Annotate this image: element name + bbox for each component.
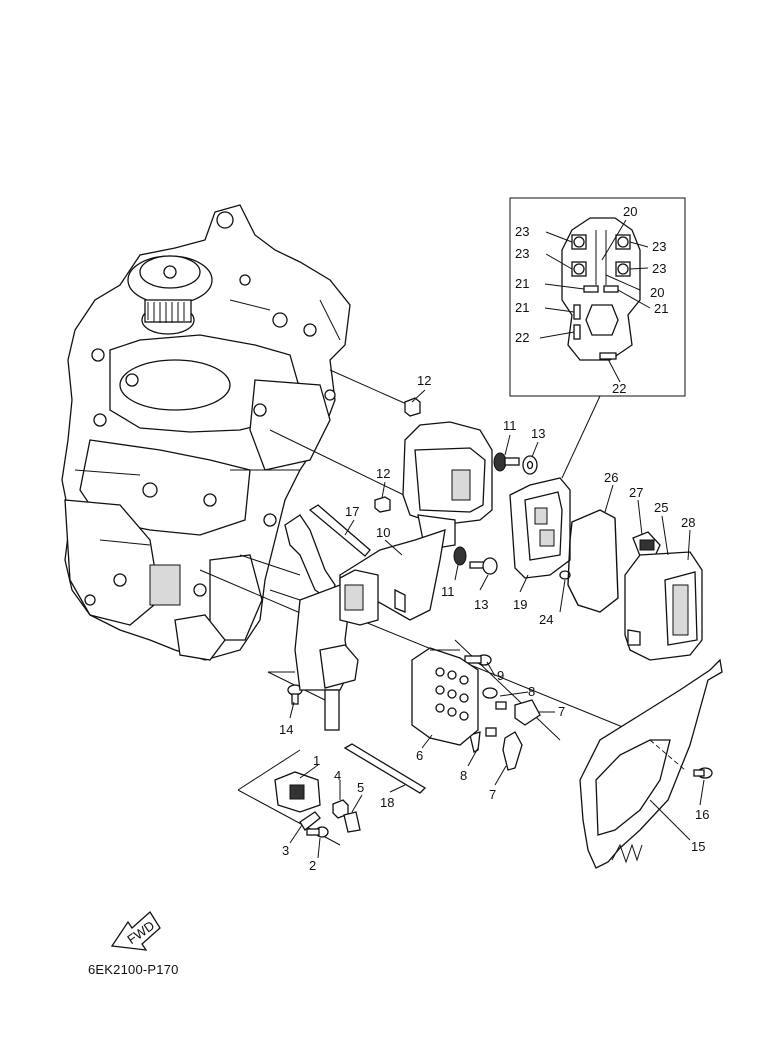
callout-19: 19 — [513, 597, 527, 612]
callout-16: 16 — [695, 807, 709, 822]
callout-8: 8 — [528, 684, 535, 699]
callout-21: 21 — [654, 301, 668, 316]
callout-23: 23 — [652, 261, 666, 276]
callout-20: 20 — [650, 285, 664, 300]
plug-caps-7 — [502, 699, 541, 771]
callout-3: 3 — [282, 843, 289, 858]
callout-23: 23 — [652, 239, 666, 254]
callout-12: 12 — [417, 373, 431, 388]
callout-8: 8 — [460, 768, 467, 783]
callout-13: 13 — [474, 597, 488, 612]
callout-21: 21 — [515, 276, 529, 291]
inset-detail-box — [509, 197, 686, 479]
cable-ties — [308, 504, 427, 794]
callout-12: 12 — [376, 466, 390, 481]
callout-20: 20 — [623, 204, 637, 219]
callout-10: 10 — [376, 525, 390, 540]
callout-11: 11 — [441, 584, 455, 599]
callout-7: 7 — [489, 787, 496, 802]
callout-15: 15 — [691, 839, 705, 854]
callout-22: 22 — [612, 381, 626, 396]
callout-2: 2 — [309, 858, 316, 873]
callout-labels: 20 23 23 23 23 21 20 21 21 22 22 12 11 1… — [279, 204, 709, 873]
callout-22: 22 — [515, 330, 529, 345]
callout-26: 26 — [604, 470, 618, 485]
callout-23: 23 — [515, 246, 529, 261]
callout-23: 23 — [515, 224, 529, 239]
regulator-1 — [274, 771, 321, 813]
ignition-module — [339, 569, 379, 626]
cover-plate-15 — [579, 658, 723, 869]
callout-11: 11 — [503, 418, 517, 433]
engine-block — [61, 204, 351, 661]
callout-24: 24 — [539, 612, 553, 627]
callout-leaders — [289, 389, 705, 859]
forward-arrow-icon: FWD — [110, 911, 161, 951]
coil-pack-6 — [411, 647, 479, 746]
callout-21: 21 — [515, 300, 529, 315]
callout-9: 9 — [497, 668, 504, 683]
callout-25: 25 — [654, 500, 668, 515]
connector-27 — [632, 531, 661, 557]
control-unit-19 — [509, 477, 571, 579]
callout-28: 28 — [681, 515, 695, 530]
callout-6: 6 — [416, 748, 423, 763]
callout-5: 5 — [357, 780, 364, 795]
diagram-code-label: 6EK2100-P170 — [88, 962, 179, 977]
callout-1: 1 — [313, 753, 320, 768]
callout-17: 17 — [345, 504, 359, 519]
mount-bracket — [284, 514, 359, 731]
callout-4: 4 — [334, 768, 341, 783]
callout-27: 27 — [629, 485, 643, 500]
callout-13: 13 — [531, 426, 545, 441]
cover-assembly — [339, 421, 493, 621]
gasket-26 — [567, 509, 619, 613]
cover-28 — [624, 551, 703, 661]
callout-14: 14 — [279, 722, 293, 737]
fasteners — [287, 397, 713, 838]
callout-7: 7 — [558, 704, 565, 719]
callout-18: 18 — [380, 795, 394, 810]
